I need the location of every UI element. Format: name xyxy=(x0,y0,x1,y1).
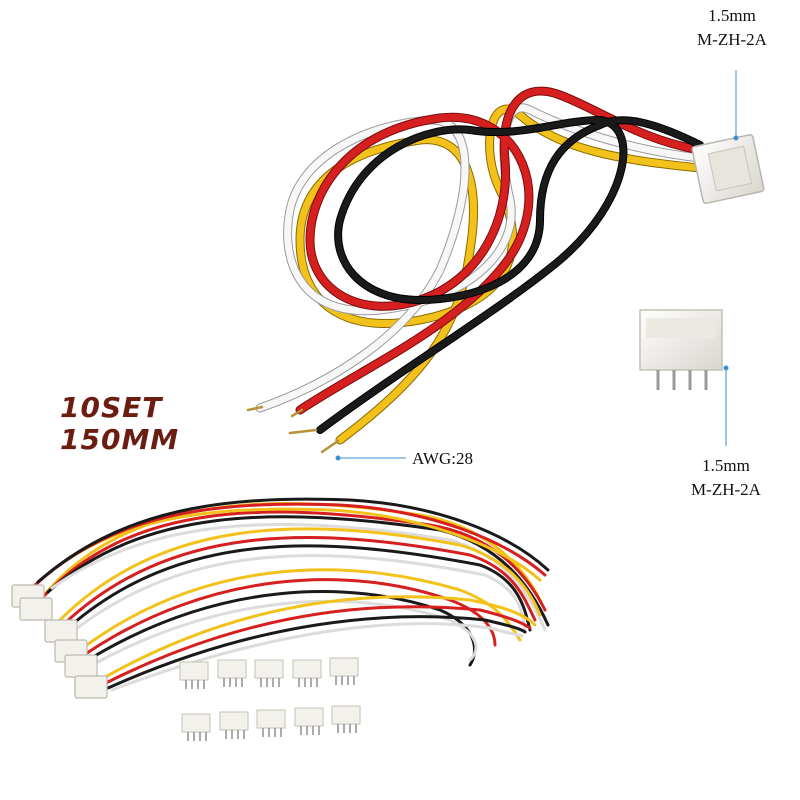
top-connector-pitch: 1.5mm xyxy=(708,6,756,25)
wire-tips xyxy=(246,405,340,454)
top-connector-model: M-ZH-2A xyxy=(697,30,767,49)
side-connector-pitch: 1.5mm xyxy=(702,456,750,475)
wire-gauge-label: AWG:28 xyxy=(412,449,473,468)
callout-lines xyxy=(335,70,739,461)
quantity-text: 10SET xyxy=(60,391,163,424)
header-pins xyxy=(185,676,357,741)
side-header-connector xyxy=(639,309,723,390)
top-connector-label: 1.5mm M-ZH-2A xyxy=(672,4,792,52)
product-spec-title: 10SET 150MM xyxy=(60,392,179,456)
single-cable-assembly xyxy=(246,86,705,454)
header-row-top xyxy=(179,657,359,681)
length-text: 150MM xyxy=(60,423,180,456)
wire-white xyxy=(255,103,705,413)
wire-black xyxy=(316,115,704,434)
cable-bundle xyxy=(28,497,550,692)
side-connector-model: M-ZH-2A xyxy=(691,480,761,499)
wire-red xyxy=(295,86,705,415)
side-connector-label: 1.5mm M-ZH-2A xyxy=(666,454,786,502)
bundle-connectors xyxy=(11,584,108,699)
loose-headers xyxy=(179,657,361,741)
top-connector-housing xyxy=(691,133,765,205)
header-row-bottom xyxy=(181,705,361,733)
